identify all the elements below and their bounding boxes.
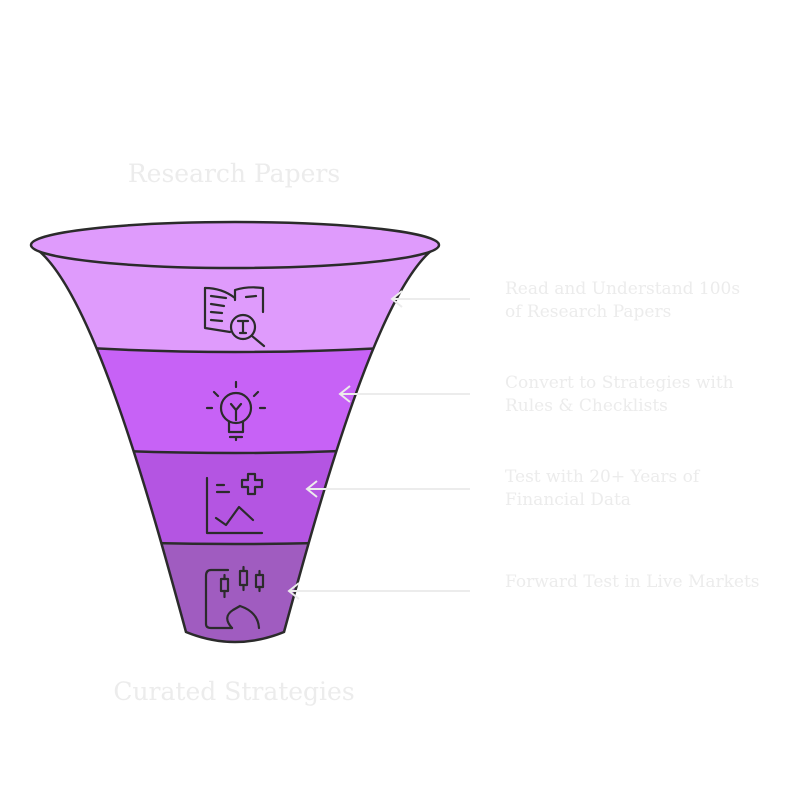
stage-4-label: Forward Test in Live Markets: [505, 571, 795, 594]
funnel-top-rim: [29, 220, 441, 270]
candlestick-phone-icon: [204, 565, 265, 630]
arrow-2: [338, 385, 470, 403]
arrow-3: [305, 480, 470, 498]
stage-1-label: Read and Understand 100s of Research Pap…: [505, 278, 795, 324]
stage-2-line-1: Convert to Strategies with: [505, 373, 734, 393]
book-search-icon: [203, 286, 266, 348]
lightbulb-icon: [205, 380, 267, 442]
arrow-4: [287, 582, 470, 600]
arrow-1: [390, 290, 470, 308]
funnel-band-4: [31, 536, 439, 642]
stage-3-line-1: Test with 20+ Years of: [505, 467, 700, 487]
stage-2-line-2: Rules & Checklists: [505, 396, 668, 416]
hand-icon: [226, 604, 261, 630]
stage-2-label: Convert to Strategies with Rules & Check…: [505, 372, 795, 418]
bottom-title: Curated Strategies: [113, 677, 355, 706]
stage-1-line-1: Read and Understand 100s: [505, 279, 741, 299]
stage-3-label: Test with 20+ Years of Financial Data: [505, 466, 795, 512]
stage-1-line-2: of Research Papers: [505, 302, 672, 322]
arrows: [287, 290, 470, 600]
chart-plus-icon: [205, 472, 264, 535]
stage-4-line-1: Forward Test in Live Markets: [505, 572, 760, 592]
top-title: Research Papers: [127, 159, 341, 188]
stage-3-line-2: Financial Data: [505, 490, 631, 510]
